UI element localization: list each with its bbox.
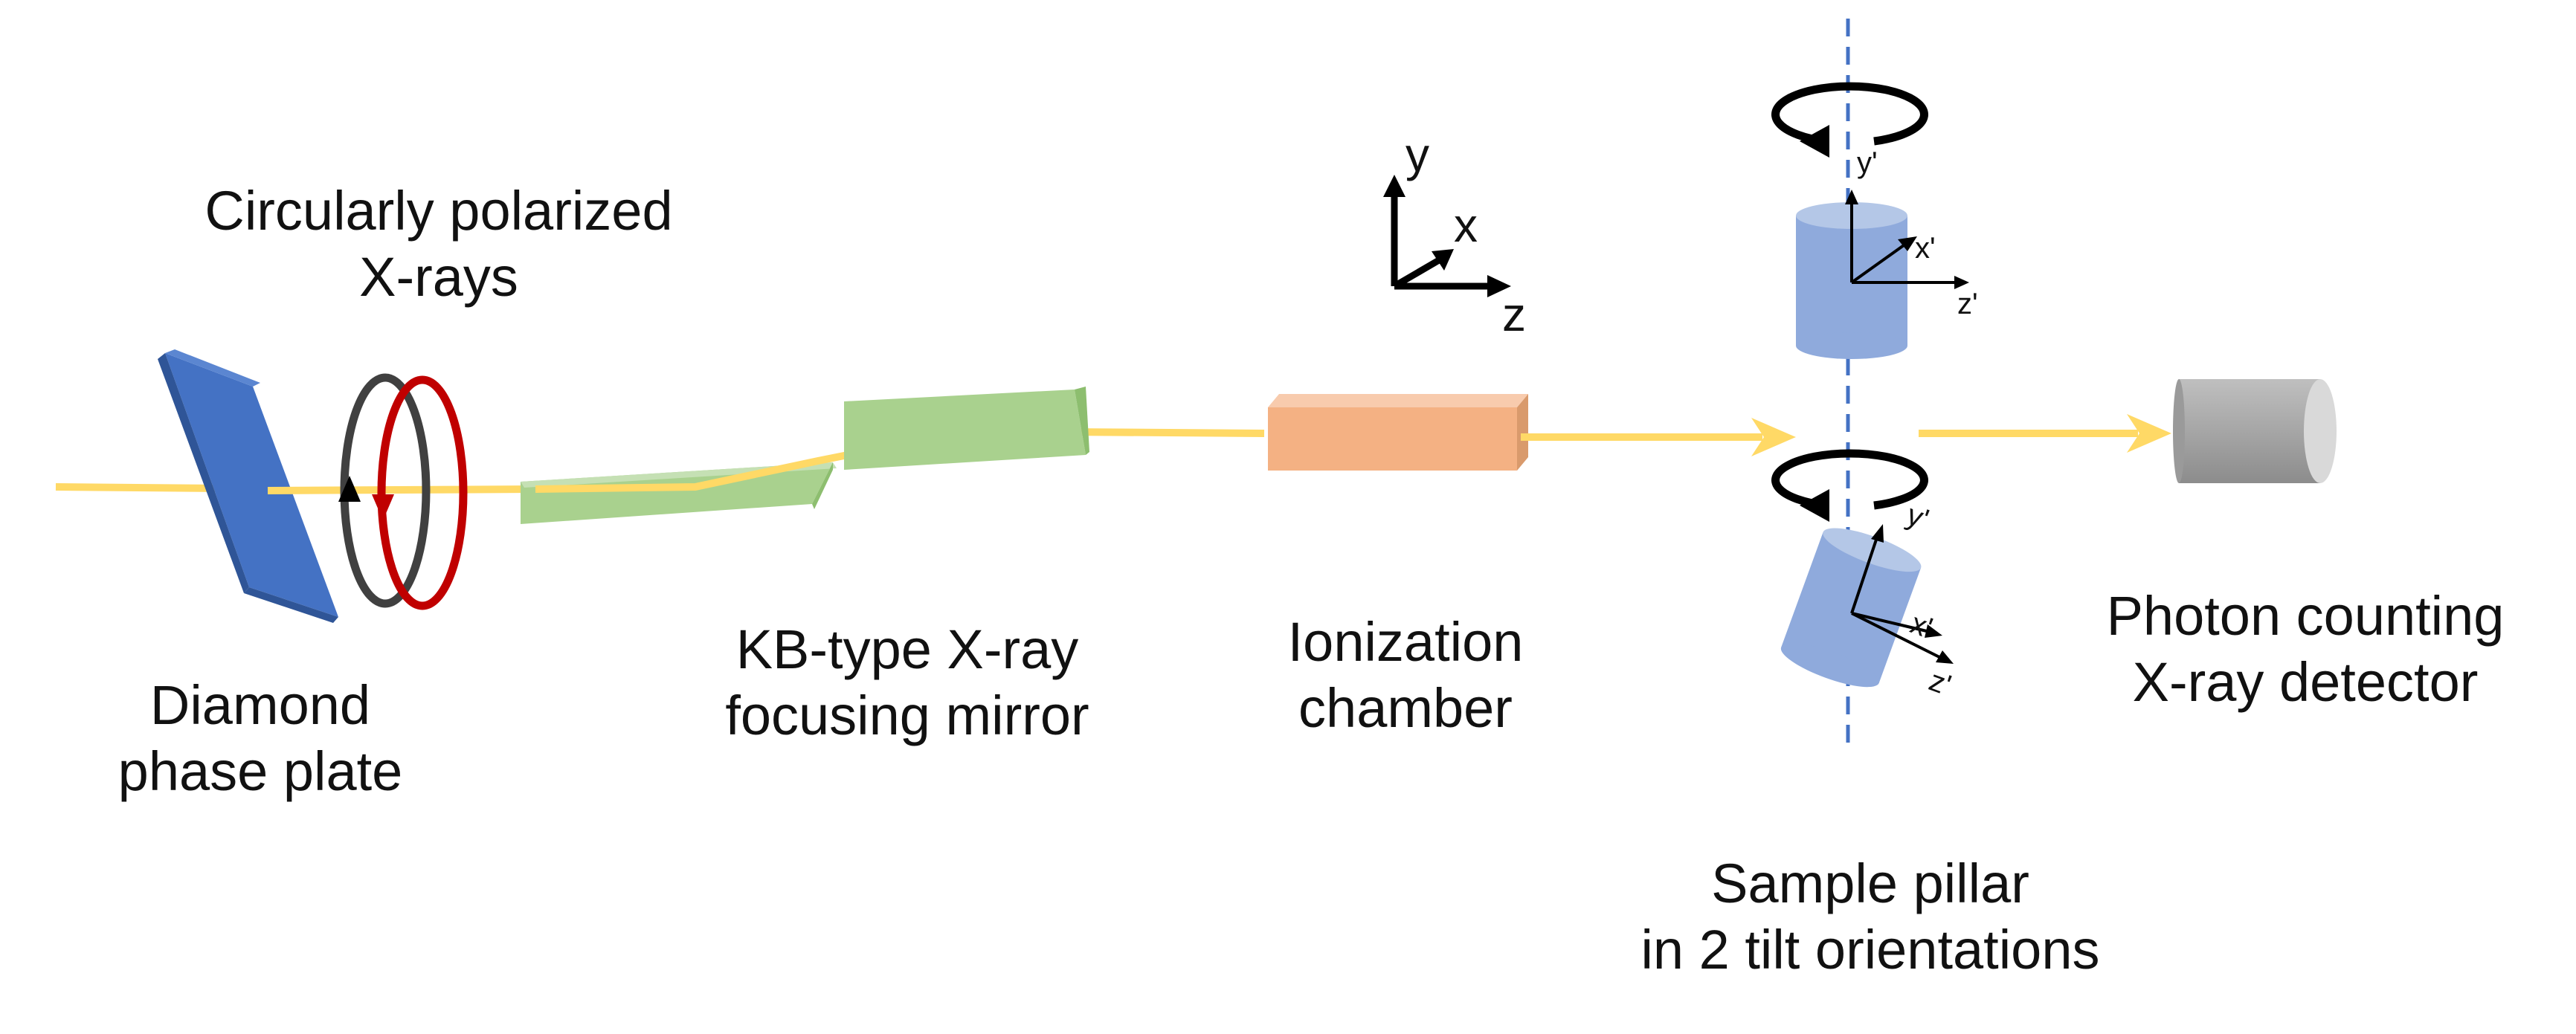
kb-mirror-vertical (844, 387, 1089, 470)
label-ionization-chamber: Ionization chamber (1287, 611, 1524, 739)
arrow-down-icon (372, 494, 394, 520)
arrow-up-icon (338, 476, 361, 502)
label-sample-pillar: Sample pillar in 2 tilt orientations (1640, 853, 2100, 980)
beam-polarized (267, 485, 536, 494)
rotation-arrow-bottom-icon (1771, 449, 1928, 522)
axis-label-y: y (1405, 128, 1429, 181)
polarization-rings (338, 373, 468, 610)
beam-arrowhead-2 (2127, 414, 2171, 453)
kb-mirror-horizontal (521, 462, 837, 524)
sample-axis-x-prime: x' (1915, 232, 1936, 265)
photon-counting-detector (2173, 379, 2337, 483)
label-detector: Photon counting X-ray detector (2106, 585, 2505, 713)
beam-incoming (55, 483, 224, 492)
diamond-phase-plate (158, 349, 338, 623)
lab-axes-icon (1383, 175, 1511, 297)
sample-pillar-upright (1796, 190, 1969, 359)
rotation-arrow-top-icon (1771, 82, 1928, 158)
sample-axis-z-prime: z' (1957, 288, 1978, 320)
sample-axis-y-prime: y' (1857, 146, 1878, 179)
label-kb-mirror: KB-type X-ray focusing mirror (725, 618, 1089, 746)
beam-arrowhead-1 (1751, 418, 1796, 456)
axis-label-x: x (1454, 198, 1478, 252)
label-diamond-phase-plate: Diamond phase plate (117, 674, 403, 802)
ionization-chamber-shape (1268, 394, 1528, 471)
sample-pillar-tilted (1780, 528, 1922, 688)
label-circularly-polarized: Circularly polarized X-rays (205, 180, 673, 308)
sample-tilted-axes (1850, 524, 1954, 664)
axis-label-z: z (1502, 288, 1526, 341)
